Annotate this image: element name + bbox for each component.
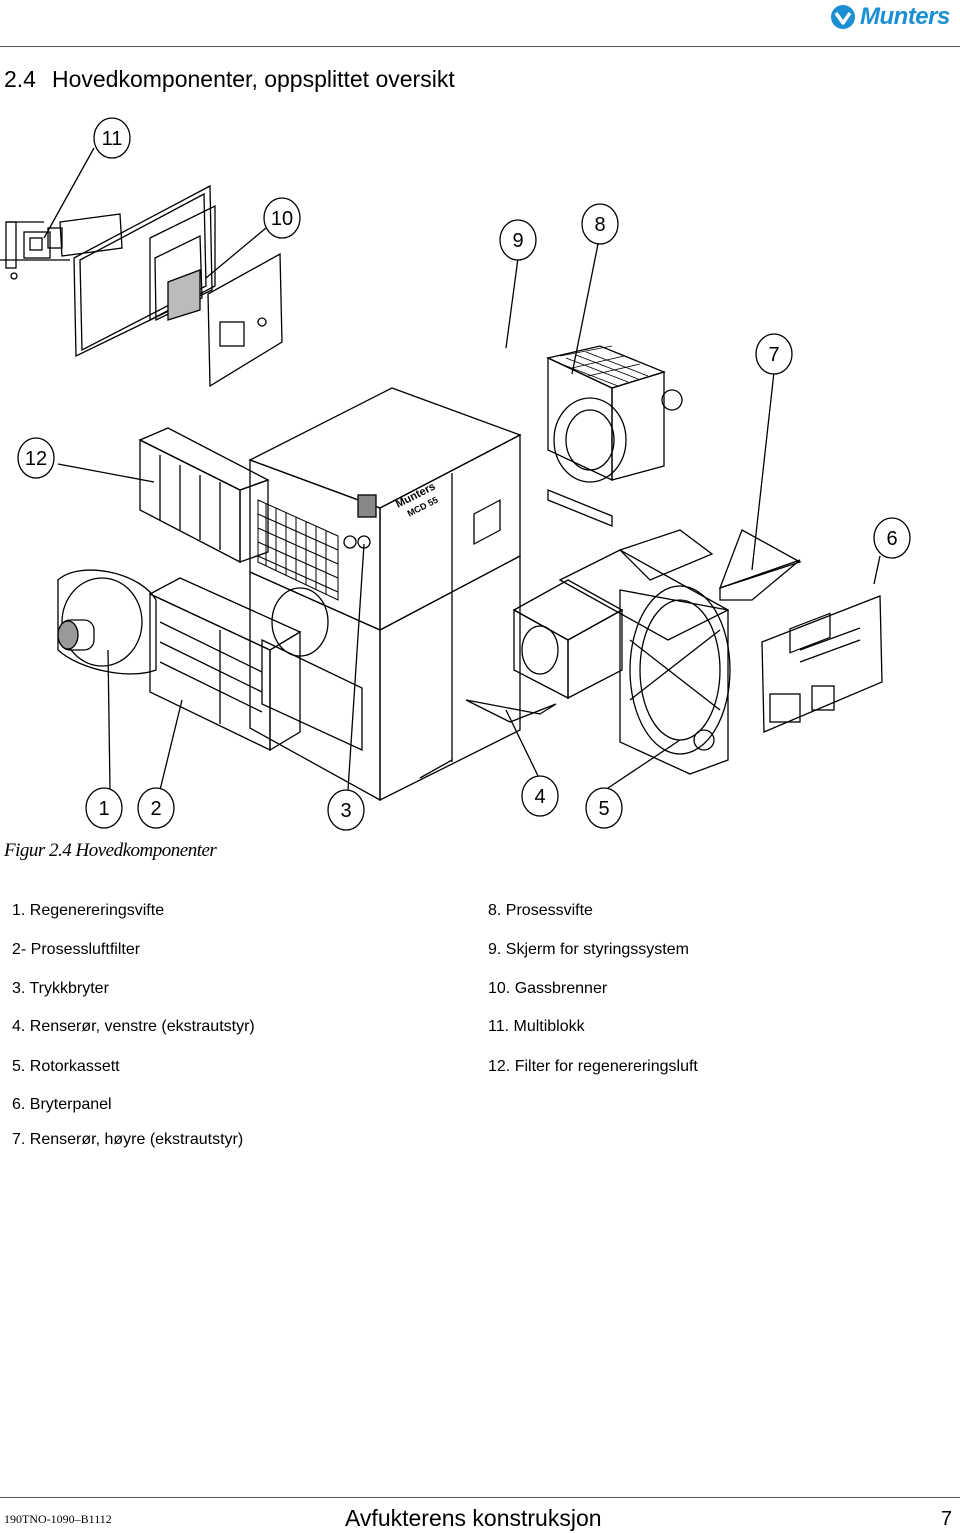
figure-caption: Figur 2.4 Hovedkomponenter bbox=[4, 840, 217, 861]
callout-1-circle bbox=[85, 787, 123, 829]
callout-7-circle bbox=[755, 333, 793, 375]
legend-item-5: 5. Rotorkassett bbox=[12, 1058, 120, 1075]
header-divider bbox=[0, 46, 960, 47]
footer-divider bbox=[0, 1497, 960, 1498]
legend-item-10: 10. Gassbrenner bbox=[488, 980, 608, 997]
callout-4-label: 4 bbox=[534, 786, 545, 808]
callout-6-label: 6 bbox=[886, 528, 897, 550]
callout-1-label: 1 bbox=[98, 798, 109, 820]
page-number: 7 bbox=[940, 1508, 952, 1530]
switch-panel-part bbox=[761, 595, 883, 733]
callout-4-circle bbox=[521, 775, 559, 817]
callout-11-label: 11 bbox=[102, 128, 123, 150]
callout-12-circle bbox=[17, 437, 55, 479]
process-fan-part bbox=[546, 345, 683, 527]
section-number: 2.4 bbox=[4, 66, 36, 92]
rotor-cassette-part bbox=[558, 529, 731, 775]
legend-item-9: 9. Skjerm for styringssystem bbox=[488, 941, 689, 958]
section-heading: 2.4 Hovedkomponenter, oppsplittet oversik… bbox=[4, 66, 455, 93]
callout-7-label: 7 bbox=[768, 344, 779, 366]
regeneration-filter-part bbox=[138, 427, 270, 564]
callout-12-label: 12 bbox=[25, 448, 47, 470]
munters-logo: Munters bbox=[830, 2, 954, 32]
callout-10-label: 10 bbox=[271, 208, 293, 230]
legend-item-7: 7. Renserør, høyre (ekstrautstyr) bbox=[12, 1131, 244, 1148]
legend-item-12: 12. Filter for regenereringsluft bbox=[488, 1058, 698, 1075]
legend-item-4: 4. Renserør, venstre (ekstrautstyr) bbox=[12, 1018, 255, 1035]
legend-item-1: 1. Regenereringsvifte bbox=[12, 902, 165, 919]
callout-8-circle bbox=[581, 203, 619, 245]
document-code: 190TNO-1090–B1112 bbox=[4, 1512, 112, 1526]
chapter-title: Avfukterens konstruksjon bbox=[345, 1505, 602, 1531]
legend-item-6: 6. Bryterpanel bbox=[12, 1096, 112, 1113]
section-title: Hovedkomponenter, oppsplittet oversikt bbox=[51, 66, 455, 92]
multiblock-part bbox=[0, 221, 70, 280]
callout-9-label: 9 bbox=[512, 230, 523, 252]
exploded-view-figure: Munters MCD 55 11 10 9 8 7 bbox=[0, 117, 911, 831]
callout-3-circle bbox=[327, 789, 365, 831]
munters-logo-icon bbox=[831, 5, 855, 29]
purge-right-part bbox=[718, 529, 802, 601]
callout-2-label: 2 bbox=[150, 798, 161, 820]
callout-5-label: 5 bbox=[598, 798, 609, 820]
legend-item-2: 2- Prosessluftfilter bbox=[12, 941, 141, 958]
process-filter-part bbox=[148, 577, 302, 752]
legend-item-3: 3. Trykkbryter bbox=[12, 980, 109, 997]
callout-9-circle bbox=[499, 219, 537, 261]
main-cabinet bbox=[248, 387, 522, 802]
callout-3-label: 3 bbox=[340, 800, 351, 822]
callout-6-circle bbox=[873, 517, 911, 559]
purge-left-part bbox=[465, 579, 624, 723]
legend-item-8: 8. Prosessvifte bbox=[488, 902, 593, 919]
regeneration-fan-part bbox=[57, 569, 157, 675]
callout-2-circle bbox=[137, 787, 175, 829]
callout-5-circle bbox=[585, 787, 623, 829]
callout-11-circle bbox=[93, 117, 131, 159]
brand-name: Munters bbox=[860, 3, 950, 30]
gas-burner-part bbox=[59, 184, 283, 388]
callout-8-label: 8 bbox=[594, 214, 605, 236]
callout-10-circle bbox=[263, 197, 301, 239]
legend-item-11: 11. Multiblokk bbox=[488, 1018, 585, 1035]
